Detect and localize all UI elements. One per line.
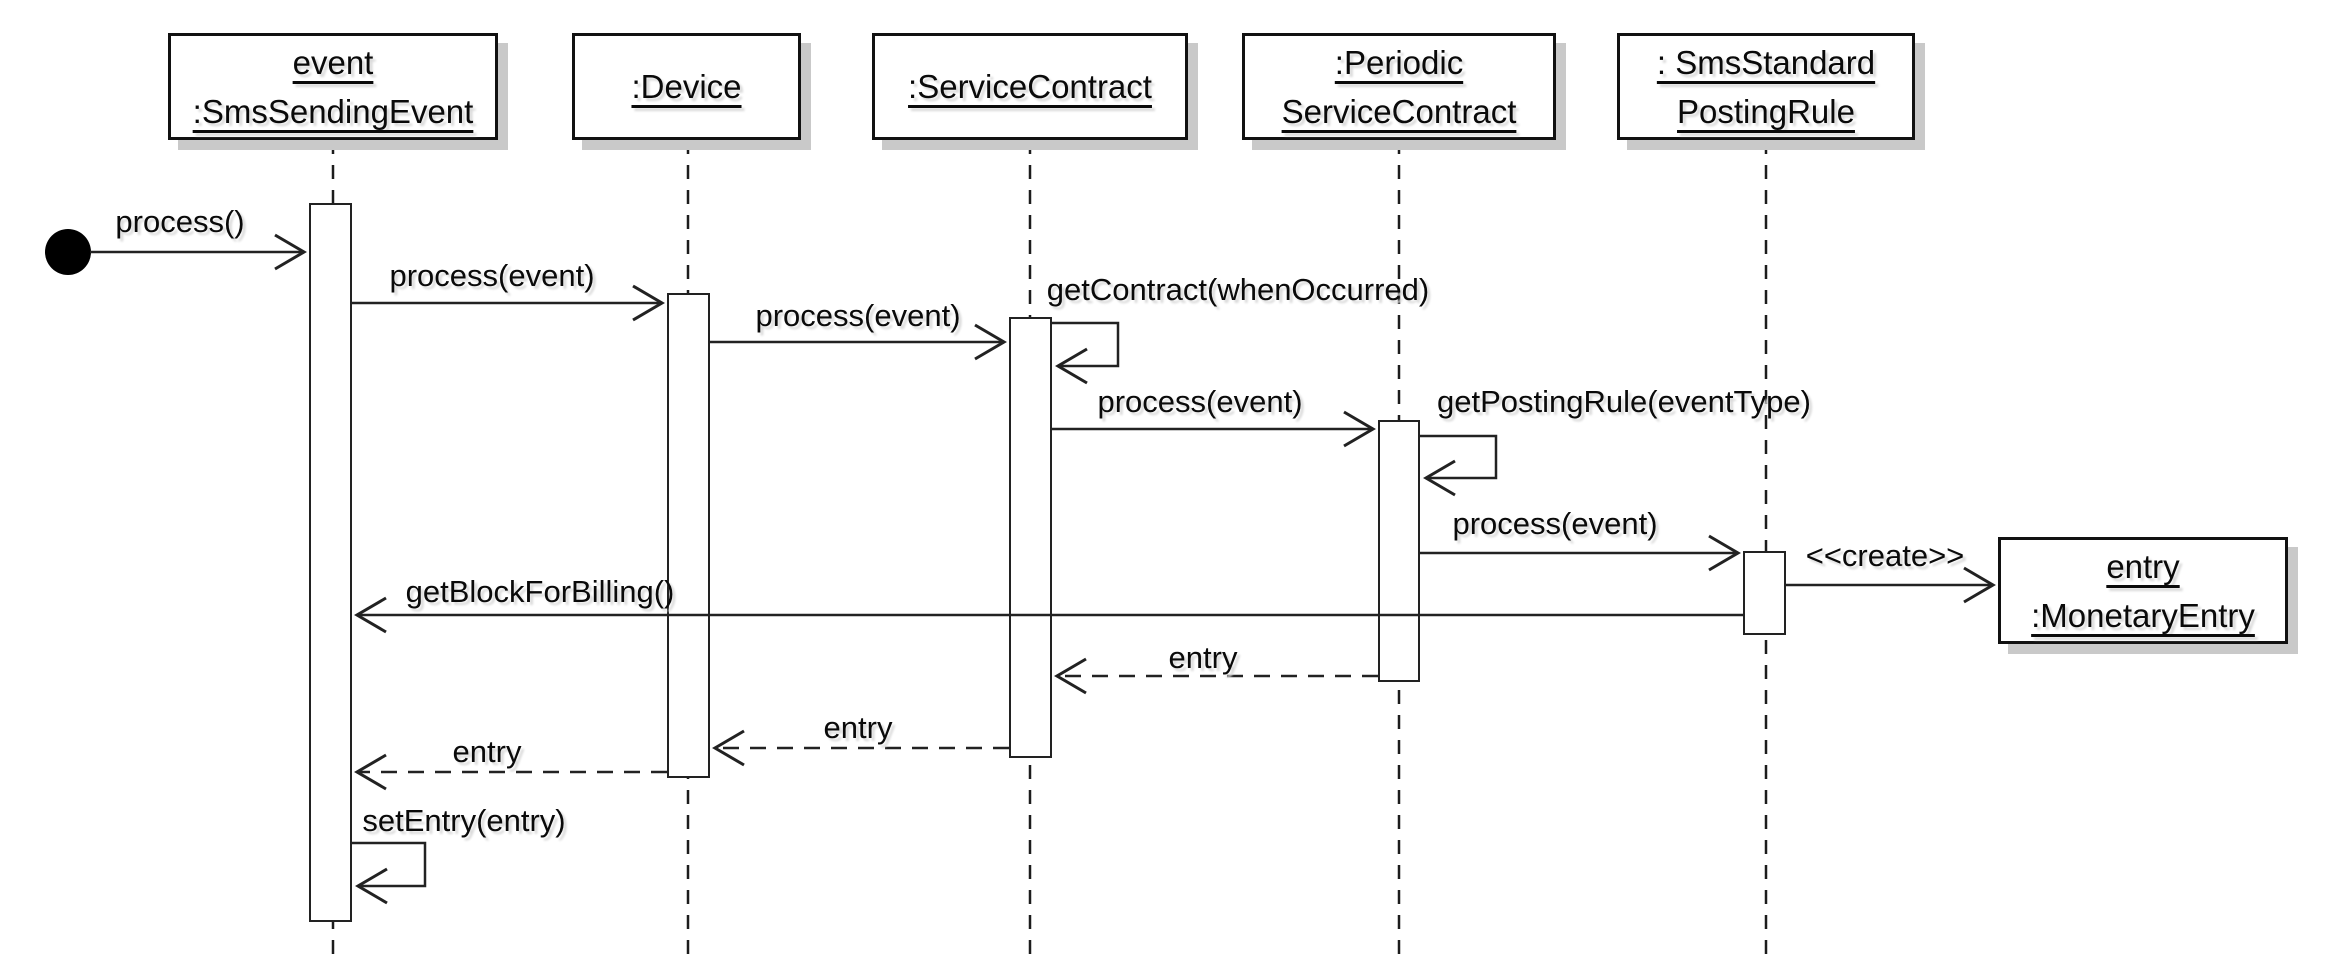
lifeline-box-periodic-service-contract: :Periodic ServiceContract — [1242, 33, 1556, 140]
message-label-process-event-4: process(event) — [1452, 506, 1658, 541]
message-label-entry-return-1: entry — [1168, 640, 1238, 675]
self-call-get-contract — [1052, 321, 1120, 385]
message-label-get-block-for-billing: getBlockForBilling() — [405, 574, 675, 609]
activation-event — [309, 203, 352, 922]
lifeline-box-periodic-line2: ServiceContract — [1281, 92, 1517, 130]
lifeline-box-event: event :SmsSendingEvent — [168, 33, 498, 140]
lifeline-box-event-line2: :SmsSendingEvent — [192, 92, 474, 130]
activation-sms-standard-posting-rule — [1743, 551, 1786, 635]
activation-periodic-service-contract — [1378, 420, 1420, 682]
lifeline-box-posting-rule-line1: : SmsStandard — [1656, 43, 1876, 81]
message-label-process-event-3: process(event) — [1097, 384, 1303, 419]
lifeline-box-posting-rule-line2: PostingRule — [1677, 92, 1855, 130]
lifeline-box-entry-line1: entry — [2106, 547, 2180, 585]
message-label-entry-return-3: entry — [452, 734, 522, 769]
message-label-get-posting-rule: getPostingRule(eventType) — [1437, 384, 1811, 419]
message-label-process: process() — [115, 204, 245, 239]
lifeline-box-device-line1: :Device — [631, 68, 742, 105]
lifeline-box-service-contract-line1: :ServiceContract — [908, 68, 1152, 105]
lifeline-box-monetary-entry: entry :MonetaryEntry — [1998, 537, 2288, 644]
message-label-entry-return-2: entry — [823, 710, 893, 745]
self-call-get-posting-rule — [1420, 434, 1498, 497]
activation-device — [667, 293, 710, 778]
lifeline-box-entry-line2: :MonetaryEntry — [2031, 596, 2255, 634]
message-label-process-event-2: process(event) — [755, 298, 961, 333]
lifeline-box-sms-standard-posting-rule: : SmsStandard PostingRule — [1617, 33, 1915, 140]
lifeline-box-event-line1: event — [292, 43, 374, 81]
message-label-process-event-1: process(event) — [389, 258, 595, 293]
lifeline-box-device: :Device — [572, 33, 801, 140]
lifeline-box-periodic-line1: :Periodic — [1334, 43, 1464, 81]
message-label-set-entry: setEntry(entry) — [362, 803, 566, 838]
activation-service-contract — [1009, 317, 1052, 758]
message-label-get-contract: getContract(whenOccurred) — [1046, 272, 1430, 307]
self-call-set-entry — [352, 841, 427, 905]
message-label-create: <<create>> — [1805, 538, 1965, 573]
found-message-circle — [45, 229, 91, 275]
lifeline-box-service-contract: :ServiceContract — [872, 33, 1188, 140]
